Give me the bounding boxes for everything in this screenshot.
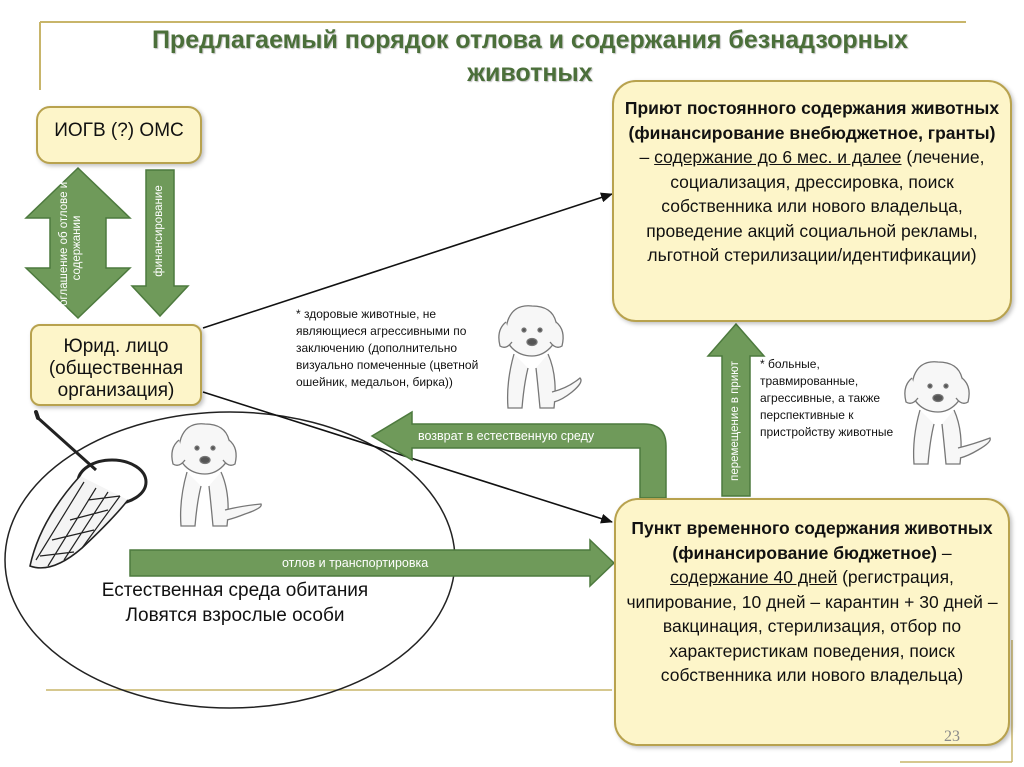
- agreement-arrow-label: Соглашение об отлове и содержании: [58, 181, 83, 315]
- move-shelter-arrow: [706, 322, 766, 497]
- permanent-shelter-box: Приют постоянного содержания животных (ф…: [612, 80, 1012, 322]
- catch-arrow: [129, 538, 616, 588]
- temp-details: (регистрация, чипирование, 10 дней – кар…: [626, 567, 998, 685]
- legal-entity-box: Юрид. лицо (общественная организация): [30, 324, 202, 406]
- page-title: Предлагаемый порядок отлова и содержания…: [151, 26, 909, 87]
- net-icon: [29, 410, 148, 569]
- shelter-details: (лечение, социализация, дрессировка, пои…: [646, 147, 985, 265]
- puppy-icon-left: [171, 423, 262, 527]
- arrow-jur-to-shelter: [202, 192, 613, 329]
- habitat-line1: Естественная среда обитания: [101, 580, 369, 601]
- move-shelter-arrow-label: перемещение в приют: [729, 361, 741, 481]
- healthy-animals-note: * здоровые животные, не являющиеся агрес…: [296, 307, 479, 389]
- return-arrow: [370, 410, 667, 499]
- habitat-text: Естественная среда обитания Ловятся взро…: [70, 578, 400, 628]
- habitat-line2: Ловятся взрослые особи: [125, 605, 345, 626]
- iogv-oms-label: ИОГВ (?) ОМС: [54, 120, 184, 141]
- shelter-heading: Приют постоянного содержания животных (ф…: [624, 98, 1000, 143]
- financing-arrow-label: финансирование: [153, 185, 165, 277]
- financing-arrow: [130, 169, 190, 318]
- temporary-shelter-box: Пункт временного содержания животных (фи…: [614, 498, 1010, 746]
- legal-entity-line1: Юрид. лицо: [63, 336, 169, 357]
- sick-animals-note: * больные, травмированные, агрессивные, …: [760, 357, 894, 439]
- page-number: 23: [944, 728, 960, 745]
- puppy-icon-middle: [498, 305, 582, 409]
- temp-duration: содержание 40 дней: [670, 567, 838, 587]
- iogv-oms-box: ИОГВ (?) ОМС: [36, 106, 202, 164]
- return-arrow-label: возврат в естественную среду: [418, 429, 595, 443]
- agreement-arrow: [24, 166, 132, 320]
- shelter-duration: содержание до 6 мес. и далее: [654, 147, 902, 167]
- catch-arrow-label: отлов и транспортировка: [282, 556, 429, 570]
- shelter-dash: –: [639, 147, 655, 167]
- legal-entity-line2: (общественная: [48, 358, 184, 379]
- temp-heading: Пункт временного содержания животных (фи…: [631, 518, 993, 563]
- legal-entity-line3: организация): [57, 380, 175, 401]
- temp-dash: –: [936, 542, 952, 563]
- puppy-icon-right: [904, 361, 991, 465]
